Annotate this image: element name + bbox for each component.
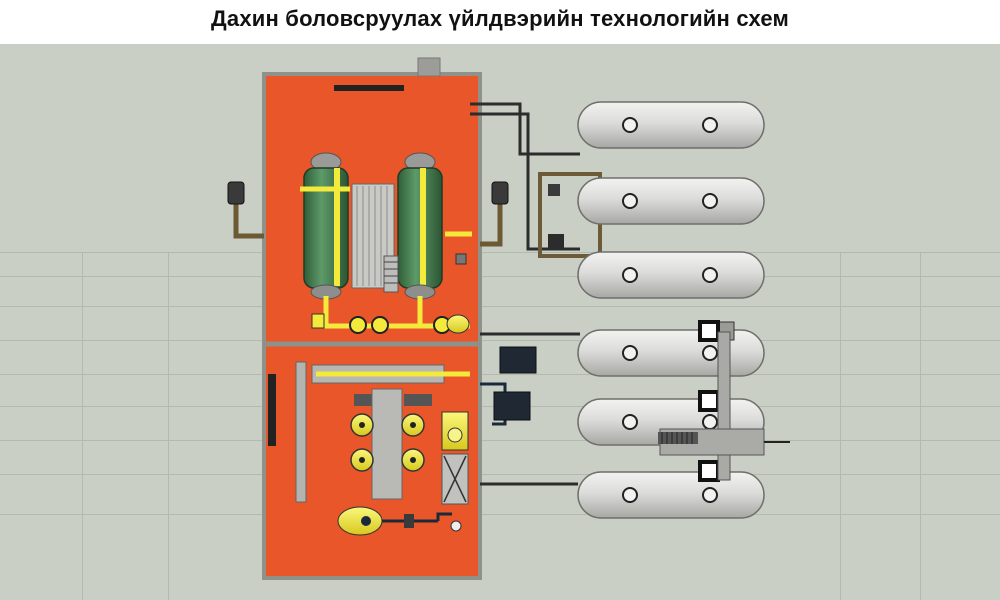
- ghost-table-line: [0, 306, 1000, 307]
- tank-manhole: [622, 117, 638, 133]
- cabinet-cross: [443, 455, 467, 503]
- lower-equipment: [295, 361, 470, 536]
- pump-marks: [359, 422, 416, 463]
- ghost-table-line: [82, 252, 83, 600]
- tank-manhole: [622, 414, 638, 430]
- dosing-pump: [548, 184, 560, 196]
- upper-pumps: [311, 253, 470, 334]
- right-valve: [491, 181, 509, 205]
- pump-mark: [359, 457, 365, 463]
- tank-manhole: [622, 267, 638, 283]
- storage-tank-2: [577, 177, 765, 225]
- tank-piping: [470, 102, 580, 486]
- storage-tank-1: [577, 101, 765, 149]
- ghost-table-line: [0, 276, 1000, 277]
- tank-shell: [577, 177, 765, 225]
- blower-unit: [493, 391, 531, 421]
- dosing-pump: [548, 234, 564, 250]
- ghost-table-line: [0, 374, 1000, 375]
- diagram-title: Дахин боловсруулах үйлдвэрийн технологий…: [211, 6, 789, 31]
- central-distributor: [371, 388, 403, 500]
- storage-tank-3: [577, 251, 765, 299]
- pressure-gauge: [450, 520, 462, 532]
- check-valve: [404, 514, 414, 528]
- tank-shell: [577, 471, 765, 519]
- process-scheme-scene: [0, 44, 1000, 600]
- instrument-box: [455, 253, 467, 265]
- tank-shell: [577, 251, 765, 299]
- grating: [658, 432, 698, 444]
- valve-block: [311, 313, 325, 329]
- tank-manhole: [622, 487, 638, 503]
- tank-manhole: [622, 193, 638, 209]
- pump: [349, 316, 367, 334]
- ghost-table-line: [168, 252, 169, 600]
- manifold-riser: [717, 331, 731, 481]
- manifold-node: [698, 390, 720, 412]
- ghost-table-line: [0, 440, 1000, 441]
- roof-vent: [417, 57, 441, 77]
- side-door: [268, 374, 276, 446]
- storage-tank-6: [577, 471, 765, 519]
- tank-manhole: [702, 487, 718, 503]
- tank-shell: [577, 101, 765, 149]
- cooling-fin-block: [404, 394, 432, 406]
- left-valve: [227, 181, 245, 205]
- pump-mark: [410, 457, 416, 463]
- reflux-drum: [446, 314, 470, 334]
- tank-farm: [577, 101, 765, 519]
- receiver-port: [361, 516, 371, 526]
- grating-bars: [661, 432, 693, 444]
- vapor-line: [470, 102, 580, 156]
- blower-unit: [499, 346, 537, 374]
- tank-manhole: [702, 267, 718, 283]
- tank-manhole: [622, 345, 638, 361]
- vertical-support: [295, 361, 307, 503]
- ghost-table-line: [0, 252, 1000, 253]
- ghost-table-line: [0, 474, 1000, 475]
- scheme-drawing: [227, 57, 790, 580]
- manifold-node: [698, 320, 720, 342]
- receiver-tank: [337, 506, 383, 536]
- side-valves: [227, 181, 509, 247]
- pump: [371, 316, 389, 334]
- left-vent-pipe: [233, 194, 264, 239]
- column-1: [303, 167, 349, 289]
- vapor-line: [470, 112, 580, 251]
- upper-roof-grille: [334, 85, 404, 91]
- tank-shell: [577, 329, 765, 377]
- pump-mark: [410, 422, 416, 428]
- manifold-node: [698, 460, 720, 482]
- storage-tank-4: [577, 329, 765, 377]
- background-paper: [0, 44, 1000, 600]
- column-2-riser: [420, 168, 426, 286]
- pump-mark: [359, 422, 365, 428]
- ghost-table-line: [840, 252, 841, 600]
- filter-gauge: [447, 427, 463, 443]
- distillation-columns: [303, 152, 443, 300]
- ladder-rungs: [384, 261, 398, 284]
- tank-manhole: [702, 117, 718, 133]
- ghost-table-line: [920, 252, 921, 600]
- tank-manhole: [702, 414, 718, 430]
- column-1-riser: [334, 168, 340, 286]
- tank-manhole: [702, 193, 718, 209]
- ladder: [383, 255, 399, 293]
- tank-manhole: [702, 345, 718, 361]
- ghost-table-line: [0, 340, 1000, 341]
- right-vent-pipe: [480, 194, 503, 247]
- ghost-table-line: [0, 514, 1000, 515]
- lower-tank-manifold: [658, 320, 790, 482]
